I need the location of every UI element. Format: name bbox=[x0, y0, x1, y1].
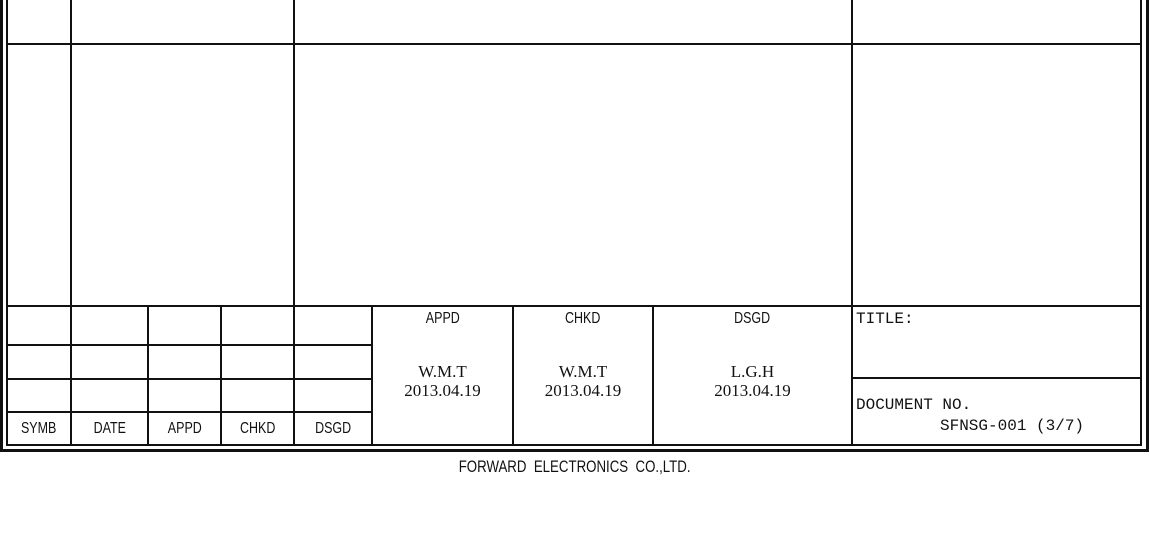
grid-line bbox=[8, 344, 372, 346]
frame-line bbox=[0, 449, 1149, 452]
grid-line bbox=[220, 306, 222, 445]
grid-line bbox=[851, 0, 853, 445]
grid-line bbox=[293, 0, 295, 445]
document-number-label: DOCUMENT NO. bbox=[856, 396, 972, 414]
header-symb: SYMB bbox=[21, 420, 57, 437]
approval-role: APPD bbox=[425, 310, 460, 327]
header-date: DATE bbox=[93, 420, 126, 437]
document-number: SFNSG-001 (3/7) bbox=[940, 417, 1085, 435]
grid-line bbox=[512, 306, 514, 445]
approval-date: 2013.04.19 bbox=[714, 381, 791, 400]
grid-line bbox=[8, 43, 1140, 45]
title-label: TITLE: bbox=[856, 310, 914, 328]
frame-line bbox=[1140, 0, 1142, 446]
grid-line bbox=[8, 411, 372, 413]
grid-line bbox=[371, 306, 373, 445]
grid-line bbox=[8, 378, 372, 380]
approval-date: 2013.04.19 bbox=[544, 381, 622, 400]
grid-line bbox=[8, 305, 1140, 307]
approval-role: DSGD bbox=[734, 310, 771, 327]
frame-line bbox=[0, 0, 3, 452]
approval-role: CHKD bbox=[565, 310, 601, 327]
header-dsgd: DSGD bbox=[314, 420, 352, 437]
header-appd: APPD bbox=[167, 420, 202, 437]
grid-line bbox=[851, 377, 1140, 379]
approval-name: L.G.H bbox=[730, 362, 775, 381]
grid-line bbox=[147, 306, 149, 445]
approval-date: 2013.04.19 bbox=[404, 381, 481, 400]
frame-line bbox=[6, 0, 8, 446]
grid-line bbox=[70, 0, 72, 445]
frame-line bbox=[1146, 0, 1149, 452]
grid-line bbox=[652, 306, 654, 445]
frame-line bbox=[6, 444, 1142, 446]
approval-name: W.M.T bbox=[558, 362, 608, 381]
company-name: FORWARD ELECTRONICS CO.,LTD. bbox=[459, 457, 691, 476]
approval-name: W.M.T bbox=[418, 362, 467, 381]
header-chkd: CHKD bbox=[239, 420, 276, 437]
